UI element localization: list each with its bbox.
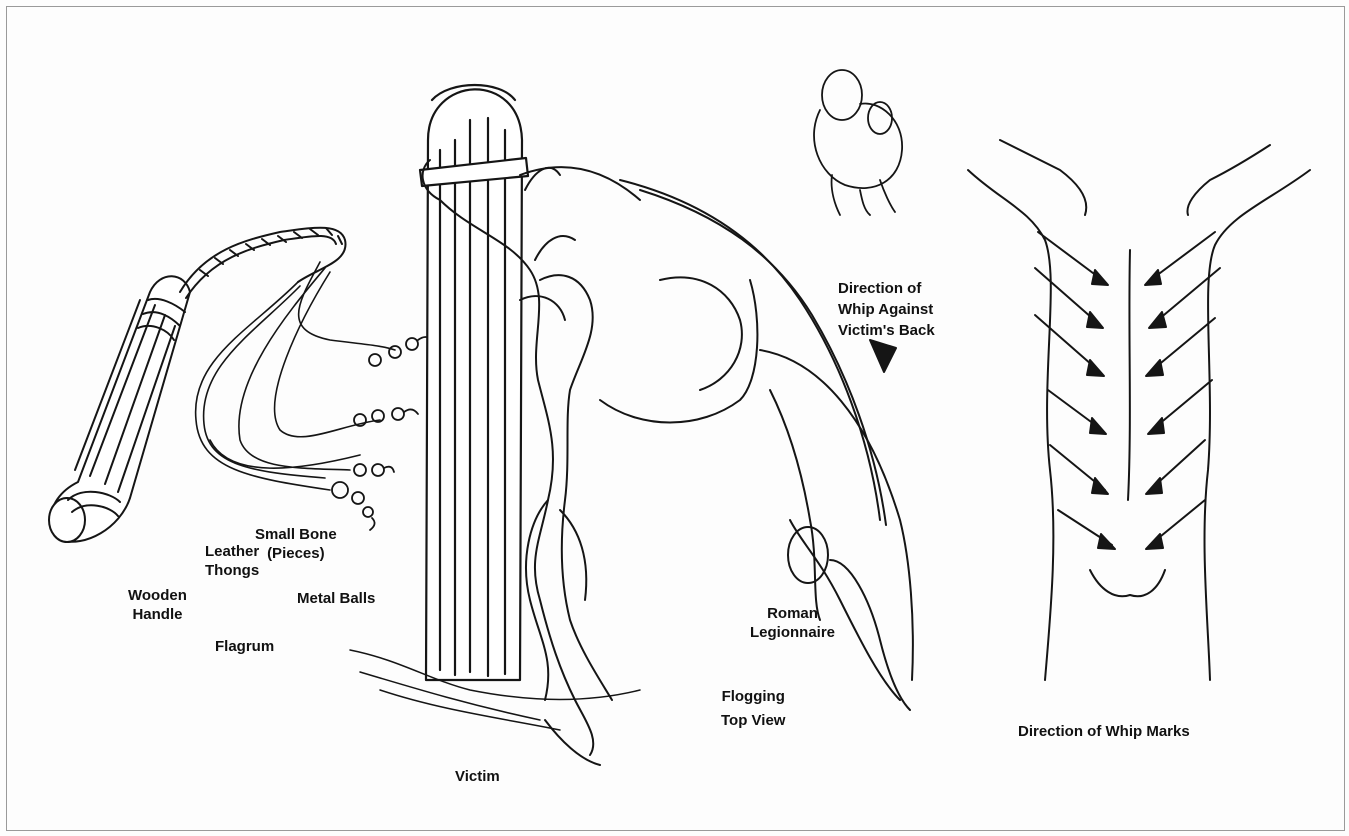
label-flogging-line2: Top View: [721, 709, 785, 733]
label-metal-balls: Metal Balls: [297, 589, 375, 608]
label-flogging-top-view: Flogging Top View: [721, 685, 785, 733]
label-roman-legionnaire-line2: Legionnaire: [750, 623, 835, 642]
label-flagrum: Flagrum: [215, 637, 274, 656]
label-leather-thongs-line2: Thongs: [205, 561, 259, 580]
label-direction-line2: Whip Against: [838, 299, 935, 320]
torso-outline: [968, 140, 1310, 680]
leather-thongs: [196, 262, 395, 490]
whip-mark-arrows: [1035, 232, 1220, 549]
label-leather-thongs: Leather Thongs: [205, 542, 259, 580]
label-direction-whip-marks: Direction of Whip Marks: [1018, 722, 1190, 741]
flagrum-drawing: [49, 228, 432, 542]
small-soldier-figure: [814, 70, 902, 215]
wooden-post: [420, 85, 528, 680]
bone-and-metal-pieces: [332, 337, 432, 530]
label-small-bone-line2: (Pieces): [255, 544, 337, 563]
label-roman-legionnaire: Roman Legionnaire: [750, 604, 835, 642]
label-victim: Victim: [455, 767, 500, 786]
label-roman-legionnaire-line1: Roman: [750, 604, 835, 623]
label-flogging-line1: Flogging: [721, 685, 785, 709]
post-and-victim: [350, 85, 640, 765]
label-leather-thongs-line1: Leather: [205, 542, 259, 561]
label-direction-line3: Victim's Back: [838, 320, 935, 341]
label-direction-whip-against-back: Direction of Whip Against Victim's Back: [838, 278, 935, 341]
label-wooden-handle-line2: Handle: [128, 605, 187, 624]
label-small-bone: Small Bone (Pieces): [255, 525, 337, 563]
wooden-handle-shape: [49, 276, 190, 542]
label-small-bone-line1: Small Bone: [255, 525, 337, 544]
label-wooden-handle: Wooden Handle: [128, 586, 187, 624]
label-wooden-handle-line1: Wooden: [128, 586, 187, 605]
label-direction-line1: Direction of: [838, 278, 935, 299]
